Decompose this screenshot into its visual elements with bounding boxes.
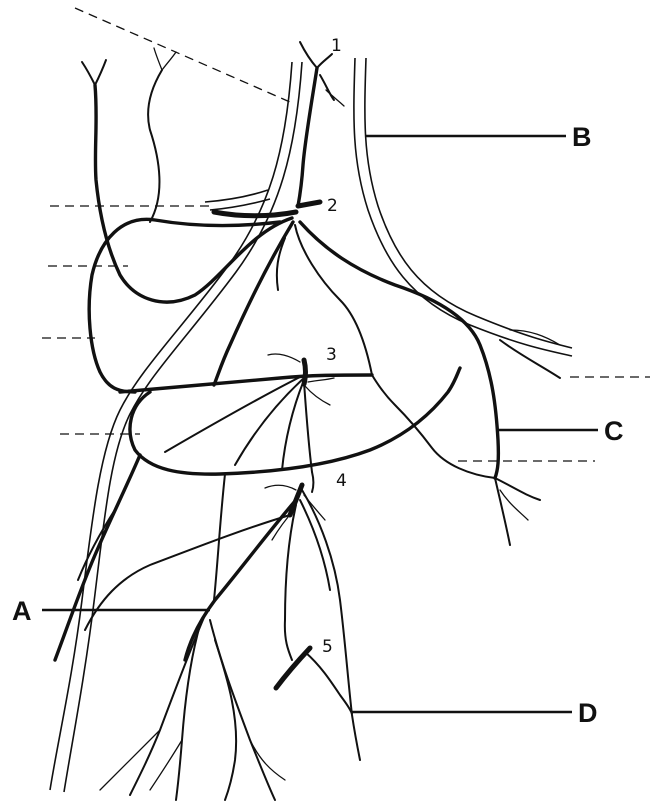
- nerve-node5-to-d: [305, 652, 352, 714]
- nerve-node2-left-stub: [214, 212, 296, 216]
- nerve-upper-left-tip-a: [82, 62, 95, 85]
- nerve-node1-branch-d: [326, 90, 344, 106]
- vessel-branch-left-1: [205, 190, 268, 202]
- label-a: A: [12, 596, 32, 626]
- nerve-node4-to-a: [185, 500, 296, 660]
- nerve-node3-ray-4: [304, 382, 312, 472]
- nerve-c-branch-left: [372, 375, 495, 478]
- nerve-upper-twig-b: [154, 48, 162, 70]
- label-3: 3: [326, 345, 337, 365]
- label-c: C: [604, 416, 624, 446]
- nerve-node4-twig-a: [265, 485, 296, 490]
- nerve-node4-down-center: [285, 505, 296, 660]
- letter-labels: B C A D: [12, 122, 624, 728]
- vessels: [50, 58, 572, 792]
- nerve-node5-stub: [276, 648, 310, 688]
- vessel-left-outer: [50, 62, 292, 790]
- number-labels: 1 2 3 4 5: [322, 36, 347, 657]
- nerve-node3-ray-2: [235, 378, 304, 465]
- nerve-c-branch-down-b: [495, 478, 540, 500]
- nerve-node3-ray-3: [282, 380, 304, 470]
- nerve-a-lower-4: [215, 640, 236, 800]
- nerve-c-branch-down-a: [495, 478, 510, 545]
- label-2: 2: [327, 196, 338, 216]
- nerve-node1-branch-a: [317, 54, 332, 68]
- nerve-upper-left-arc: [95, 85, 292, 302]
- label-5: 5: [322, 637, 333, 657]
- nerve-node3-twig-b: [305, 386, 330, 405]
- label-d: D: [578, 698, 598, 728]
- nerve-upper-left-tip-b: [95, 60, 106, 85]
- nerve-node3-twig-c: [308, 378, 334, 382]
- nerve-upper-branch-to-top: [148, 70, 162, 222]
- nerve-a-lower-3: [210, 620, 275, 800]
- nerve-node4-up: [312, 472, 314, 492]
- vessel-right-outer: [354, 58, 572, 356]
- vessel-left-inner: [64, 62, 302, 792]
- nerve-upper-twig-a: [162, 52, 176, 70]
- label-1: 1: [331, 36, 342, 56]
- nerve-node2-stub: [298, 202, 320, 206]
- nerve-left-outer-loop: [89, 219, 280, 392]
- dashed-line-top-diagonal: [75, 8, 290, 102]
- nerve-trunk-upper: [298, 68, 317, 206]
- label-4: 4: [336, 471, 347, 491]
- nerve-node4-left-branch: [85, 515, 290, 630]
- nerve-a-lower-6: [250, 740, 285, 780]
- nerve-a-lower-1: [130, 615, 205, 795]
- nerve-node4-right-long: [302, 490, 360, 760]
- nerves: [55, 42, 560, 800]
- nerve-a-lower-5: [100, 730, 160, 790]
- label-b: B: [572, 122, 592, 152]
- nerve-node3-twig-a: [268, 354, 300, 362]
- vessel-right-inner: [365, 58, 572, 348]
